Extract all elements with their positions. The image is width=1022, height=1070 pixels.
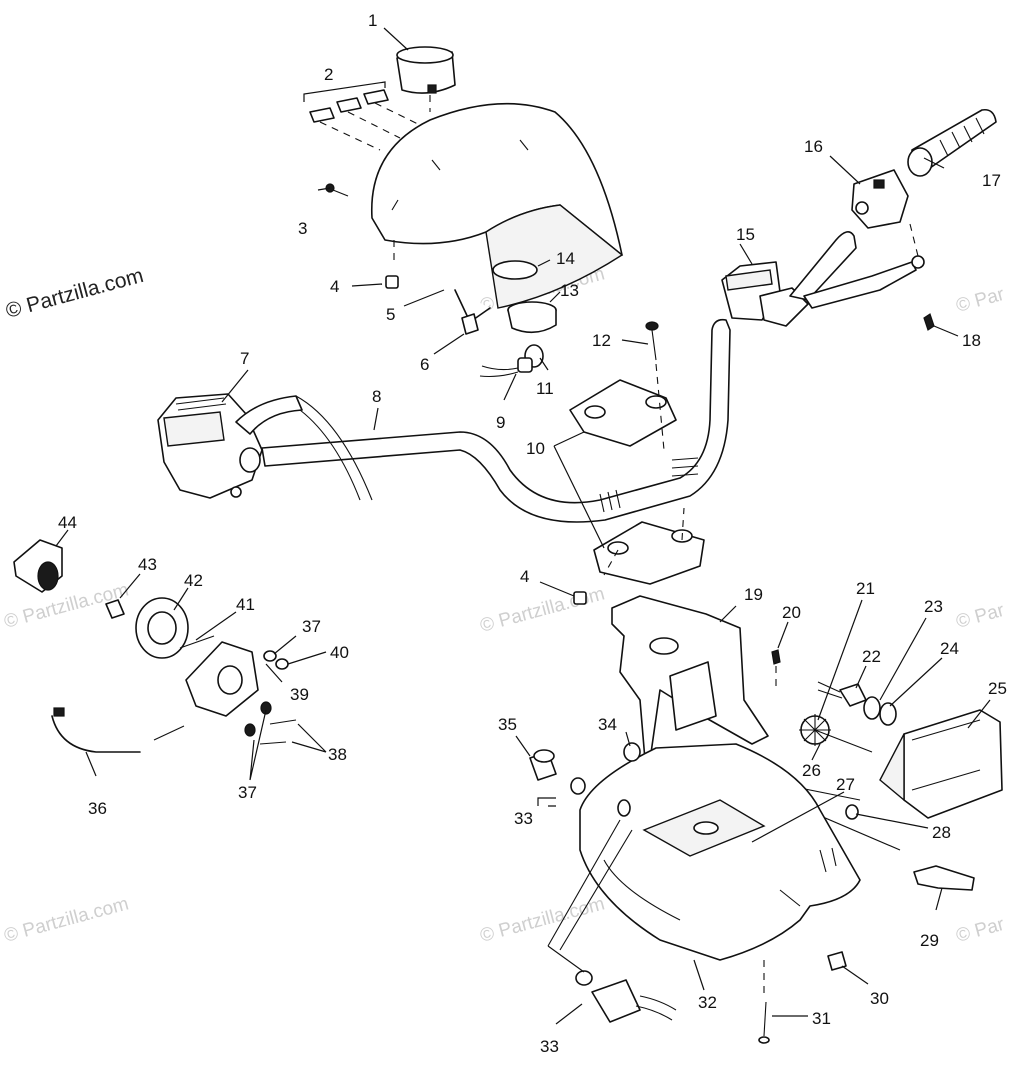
callout-27: 27 — [836, 775, 855, 794]
part-4-clip-lower — [573, 591, 587, 605]
part-7-throttle-housing — [157, 393, 373, 501]
part-14-ring — [492, 260, 538, 280]
part-17-grip — [907, 108, 997, 177]
callout-35: 35 — [498, 715, 517, 734]
watermark-faint: © Partzilla.com — [478, 583, 607, 636]
callout-30: 30 — [870, 989, 889, 1008]
callout-44: 44 — [58, 513, 77, 532]
callout-2: 2 — [324, 65, 333, 84]
part-33-lower-switch — [575, 970, 677, 1023]
part-25-headlight — [879, 709, 1003, 819]
callout-4: 4 — [330, 277, 339, 296]
part-44-bar-end — [13, 539, 63, 593]
callout-4: 4 — [520, 567, 529, 586]
callout-9: 9 — [496, 413, 505, 432]
callout-18: 18 — [962, 331, 981, 350]
part-43-bolt — [105, 599, 125, 619]
callout-28: 28 — [932, 823, 951, 842]
part-38-screws — [153, 719, 297, 745]
part-18-screw — [923, 313, 935, 331]
callout-1: 1 — [368, 11, 377, 30]
callout-21: 21 — [856, 579, 875, 598]
part-10-upper-clamp — [569, 379, 677, 447]
part-42-plate — [135, 597, 189, 659]
callout-33: 33 — [540, 1037, 559, 1056]
part-19-bracket — [611, 595, 769, 779]
part-10-lower-clamp — [593, 521, 705, 585]
callout-3: 3 — [298, 219, 307, 238]
callout-23: 23 — [924, 597, 943, 616]
part-4-clip — [385, 275, 399, 289]
part-32-lower-cover — [579, 743, 861, 961]
watermark-edge: © Par — [954, 914, 1007, 947]
callout-14: 14 — [556, 249, 575, 268]
callout-37: 37 — [238, 783, 257, 802]
part-1-gauge-cap — [396, 46, 456, 94]
callout-38: 38 — [328, 745, 347, 764]
callout-labels: 1 2 3 4 5 6 7 8 9 10 11 12 13 14 15 16 1… — [58, 11, 1007, 1056]
part-3-screw — [325, 183, 349, 197]
watermark-faint: © Partzilla.com — [478, 893, 607, 946]
watermark-main: © Partzilla.com — [3, 264, 146, 323]
watermark-faint: © Partzilla.com — [2, 893, 131, 946]
part-35-switch — [529, 749, 557, 781]
part-23-ring — [863, 696, 881, 720]
part-29-key — [913, 865, 975, 891]
callout-40: 40 — [330, 643, 349, 662]
part-20-screw — [771, 649, 781, 665]
part-31-screw — [758, 1001, 770, 1044]
part-9-socket-wire — [479, 365, 519, 378]
callout-22: 22 — [862, 647, 881, 666]
callout-15: 15 — [736, 225, 755, 244]
callout-12: 12 — [592, 331, 611, 350]
part-41-housing — [179, 635, 259, 717]
callout-37: 37 — [302, 617, 321, 636]
part-36-cable — [51, 707, 141, 753]
part-6-clip — [461, 313, 479, 335]
right-grip-lever — [789, 231, 925, 309]
callout-33: 33 — [514, 809, 533, 828]
part-13-mount-ring — [507, 301, 557, 334]
callout-13: 13 — [560, 281, 579, 300]
watermark-edge: © Par — [954, 284, 1007, 317]
part-12-bolt — [645, 321, 659, 361]
callout-29: 29 — [920, 931, 939, 950]
part-21-adjuster-gear — [799, 714, 873, 753]
part-16-switch — [851, 169, 909, 229]
callout-11: 11 — [536, 379, 554, 398]
callout-17: 17 — [982, 171, 1001, 190]
callout-19: 19 — [744, 585, 763, 604]
callout-16: 16 — [804, 137, 823, 156]
leader-lines — [55, 27, 991, 1025]
callout-20: 20 — [782, 603, 801, 622]
callout-10: 10 — [526, 439, 545, 458]
callout-25: 25 — [988, 679, 1007, 698]
part-33-nut — [570, 777, 586, 795]
part-24-ring — [879, 702, 897, 726]
callout-6: 6 — [420, 355, 429, 374]
callout-31: 31 — [812, 1009, 831, 1028]
callout-24: 24 — [940, 639, 959, 658]
part-8-handlebar — [261, 318, 731, 523]
part-5-headlight-pod — [370, 102, 624, 323]
callout-41: 41 — [236, 595, 255, 614]
callout-8: 8 — [372, 387, 381, 406]
callout-36: 36 — [88, 799, 107, 818]
part-30-clip — [827, 951, 847, 971]
callout-43: 43 — [138, 555, 157, 574]
callout-7: 7 — [240, 349, 249, 368]
watermark-edge: © Par — [954, 600, 1007, 633]
part-22-bulb-socket — [817, 681, 867, 707]
callout-39: 39 — [290, 685, 309, 704]
callout-5: 5 — [386, 305, 395, 324]
callout-32: 32 — [698, 993, 717, 1012]
part-28-ring — [845, 804, 859, 820]
callout-34: 34 — [598, 715, 617, 734]
callout-26: 26 — [802, 761, 821, 780]
part-11-bulb — [517, 344, 544, 373]
part-34-ring — [623, 742, 641, 762]
callout-42: 42 — [184, 571, 203, 590]
part-2-switch-blanks — [303, 81, 389, 123]
